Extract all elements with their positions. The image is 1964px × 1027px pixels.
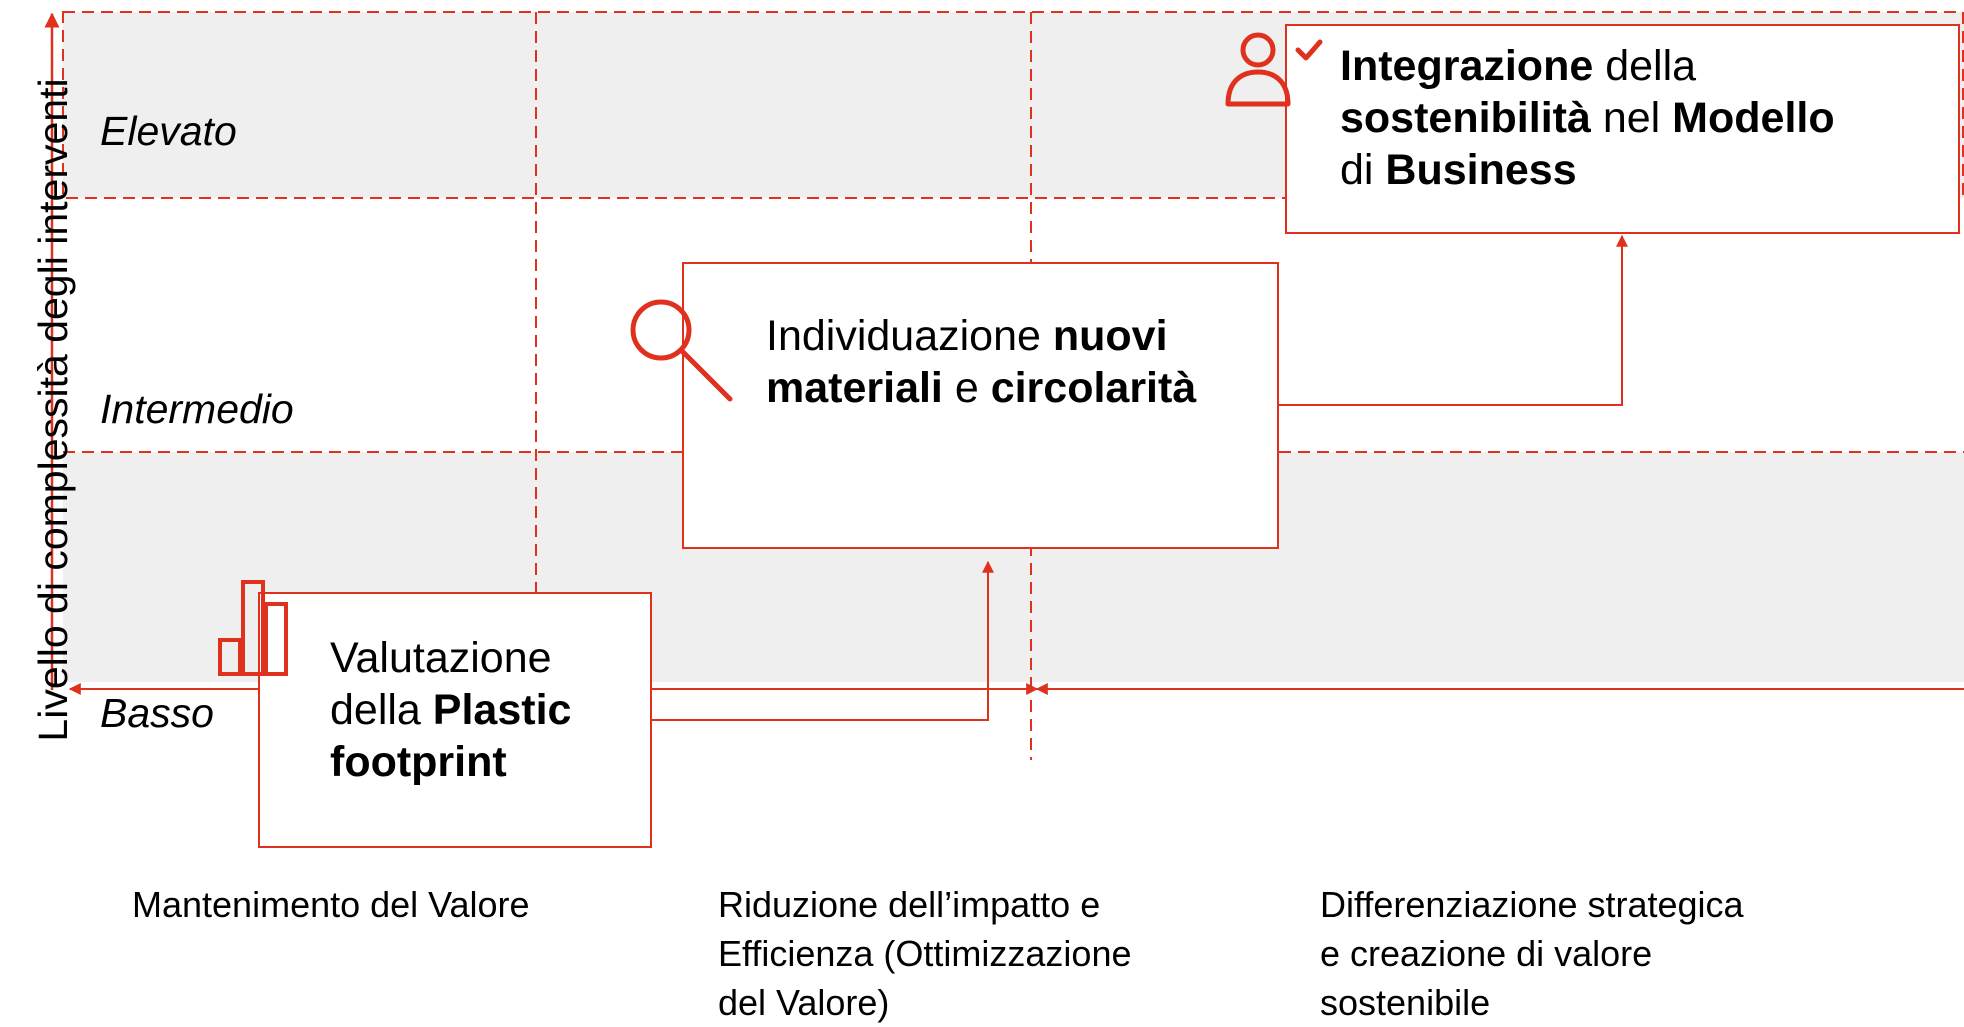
magnifier-icon <box>630 299 733 402</box>
box-nuovi-materiali-text: Individuazione nuovi materiali e circola… <box>766 312 1197 412</box>
column-label-mantenimento: Mantenimento del Valore <box>132 884 530 925</box>
column-label-riduzione: Riduzione dell’impatto e Efficienza (Ott… <box>718 884 1132 1023</box>
box-plastic-footprint-text: Valutazione della Plastic footprint <box>330 634 572 786</box>
column-label-differenziazione: Differenziazione strategica e creazione … <box>1320 884 1744 1023</box>
row-label-basso: Basso <box>100 690 214 736</box>
box-nuovi-materiali <box>682 262 1279 549</box>
row-label-intermedio: Intermedio <box>100 386 294 432</box>
person-check-icon <box>1225 32 1323 107</box>
connector-plastic-to-materials <box>519 560 994 721</box>
box-modello-business <box>1285 24 1960 234</box>
y-axis-label: Livello di complessità degli interventi <box>30 78 76 742</box>
box-modello-business-text: Integrazione della sostenibilità nel Mod… <box>1340 42 1835 194</box>
box-plastic-footprint <box>258 592 652 848</box>
row-label-elevato: Elevato <box>100 108 237 154</box>
bar-chart-icon <box>218 580 288 676</box>
